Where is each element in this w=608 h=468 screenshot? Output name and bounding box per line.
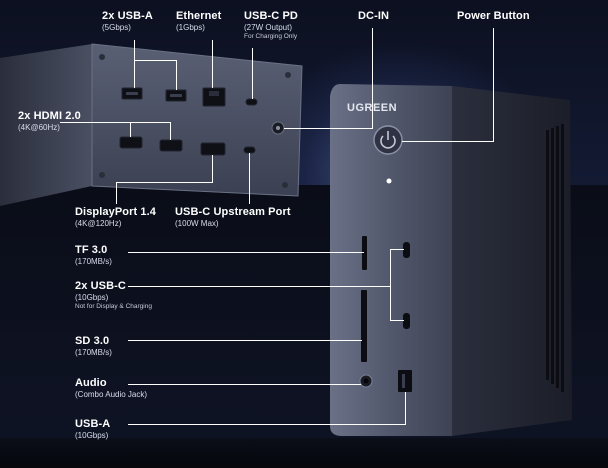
label-usb-c-pd: USB-C PD (27W Output) For Charging Only [244, 10, 298, 40]
port-tongue [170, 94, 182, 97]
tower-side-face [452, 86, 572, 436]
label-displayport: DisplayPort 1.4 (4K@120Hz) [75, 206, 156, 228]
tf-slot-icon [362, 236, 367, 270]
label-sub: (10Gbps) [75, 431, 109, 440]
label-sub: (170MB/s) [75, 257, 112, 266]
port-tab [209, 91, 219, 96]
screw-icon [282, 182, 288, 188]
hdmi-port-icon [159, 139, 183, 152]
vent-grille [546, 124, 564, 392]
leader-line [284, 128, 373, 129]
screw-icon [99, 172, 105, 178]
label-usb-a-back: 2x USB-A (5Gbps) [102, 10, 153, 32]
label-title: 2x USB-A [102, 10, 153, 22]
leader-line [390, 249, 404, 250]
label-usb-c-upstream: USB-C Upstream Port (100W Max) [175, 206, 291, 228]
leader-line [116, 182, 212, 183]
label-title: USB-C Upstream Port [175, 206, 291, 218]
label-sub: (5Gbps) [102, 23, 131, 32]
label-dc-in: DC-IN [358, 10, 389, 22]
status-led [386, 178, 392, 184]
leader-line [130, 122, 131, 137]
label-sd: SD 3.0 (170MB/s) [75, 335, 112, 357]
label-ethernet: Ethernet (1Gbps) [176, 10, 221, 32]
leader-line [252, 48, 253, 99]
label-hdmi: 2x HDMI 2.0 (4K@60Hz) [18, 110, 81, 132]
usb-c-front-port-icon [403, 242, 410, 258]
back-unit-panel [91, 43, 303, 197]
leader-line [493, 28, 494, 142]
dc-pin [276, 126, 280, 130]
leader-line [128, 286, 390, 287]
label-title: Ethernet [176, 10, 222, 22]
label-title: USB-A [75, 418, 111, 430]
sd-slot-icon [361, 290, 367, 362]
leader-line [134, 60, 176, 61]
leader-line [128, 252, 364, 253]
label-sub: (1Gbps) [176, 23, 205, 32]
leader-line [405, 392, 406, 425]
leader-line [212, 40, 213, 88]
label-power-button: Power Button [457, 10, 530, 22]
leader-line [249, 153, 250, 204]
port-tongue [402, 374, 405, 388]
label-title: 2x HDMI 2.0 [18, 110, 81, 122]
hdmi-port-icon [119, 136, 143, 149]
leader-line [372, 28, 373, 128]
leader-line [390, 320, 404, 321]
label-title: Audio [75, 377, 107, 389]
label-title: DC-IN [358, 10, 390, 22]
label-sub: (10Gbps) [75, 293, 109, 302]
leader-line [128, 424, 406, 425]
ethernet-port-icon [202, 87, 226, 107]
label-note: Not for Display & Charging [75, 303, 152, 310]
label-note: For Charging Only [244, 33, 298, 40]
leader-line [128, 384, 361, 385]
brand-logo: UGREEN [347, 98, 397, 116]
leader-line [390, 249, 391, 321]
back-unit-side [0, 44, 92, 206]
floor-surface [0, 438, 608, 468]
label-usb-c-front: 2x USB-C (10Gbps) Not for Display & Char… [75, 280, 152, 310]
label-audio: Audio (Combo Audio Jack) [75, 377, 147, 399]
displayport-port-icon [200, 142, 226, 156]
label-title: DisplayPort 1.4 [75, 206, 156, 218]
label-usb-a-front: USB-A (10Gbps) [75, 418, 110, 440]
leader-line [134, 40, 135, 88]
label-sub: (4K@120Hz) [75, 219, 122, 228]
leader-line [128, 340, 362, 341]
label-title: TF 3.0 [75, 244, 108, 256]
label-sub: (4K@60Hz) [18, 123, 60, 132]
brand-text: UGREEN [347, 102, 397, 114]
leader-line [60, 122, 130, 123]
label-tf: TF 3.0 (170MB/s) [75, 244, 112, 266]
usb-c-front-port-icon [403, 313, 410, 329]
power-symbol [380, 135, 396, 149]
label-title: SD 3.0 [75, 335, 110, 347]
usb-c-pd-port-icon [245, 98, 258, 106]
label-title: USB-C PD [244, 10, 298, 22]
label-sub: (Combo Audio Jack) [75, 390, 148, 399]
leader-line [170, 122, 171, 140]
label-sub: (170MB/s) [75, 348, 112, 357]
label-title: 2x USB-C [75, 280, 126, 292]
label-sub: (27W Output) [244, 23, 293, 32]
leader-line [402, 141, 494, 142]
leader-line [116, 182, 117, 204]
screw-icon [99, 54, 105, 60]
label-sub: (100W Max) [175, 219, 219, 228]
leader-line [176, 60, 177, 90]
jack-hole [363, 378, 369, 384]
tower-front-face [330, 84, 452, 436]
screw-icon [285, 72, 291, 78]
leader-line [212, 155, 213, 183]
leader-line [130, 122, 170, 123]
port-tongue [126, 92, 138, 95]
front-tower [330, 84, 572, 436]
label-title: Power Button [457, 10, 530, 22]
